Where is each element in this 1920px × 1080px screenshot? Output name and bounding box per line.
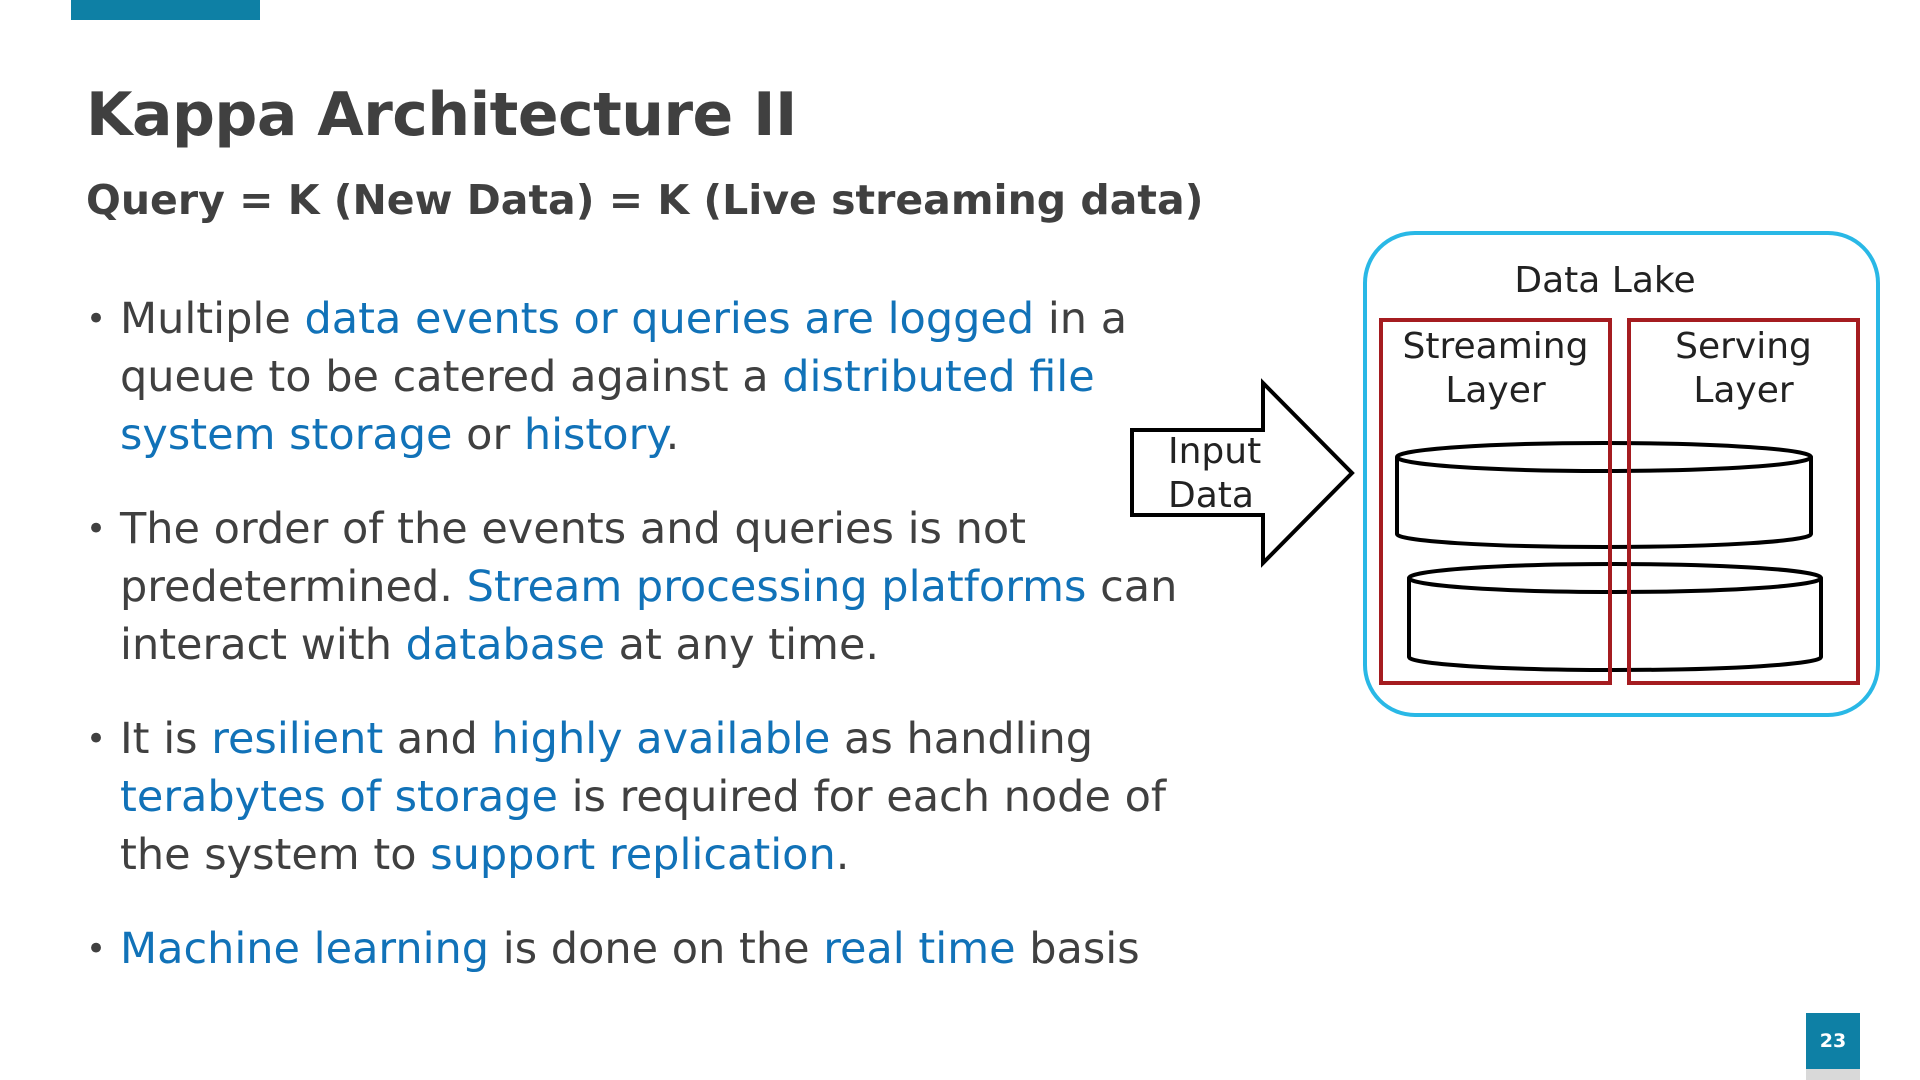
bullet-item: Multiple data events or queries are logg…	[86, 290, 1246, 464]
text-run: at any time.	[604, 620, 880, 670]
highlighted-text-run: distributed file system storage	[120, 352, 1095, 460]
highlighted-text-run: support replication	[430, 830, 836, 880]
layer-label-line: Layer	[1693, 370, 1794, 411]
data-lake-container	[1363, 231, 1880, 717]
text-run: and	[383, 714, 492, 764]
highlighted-text-run: Machine learning	[120, 924, 490, 974]
bullet-item: The order of the events and queries is n…	[86, 500, 1246, 674]
bullet-item: It is resilient and highly available as …	[86, 710, 1246, 884]
text-run: .	[665, 410, 680, 460]
bullet-item: Machine learning is done on the real tim…	[86, 920, 1246, 978]
layer-label-line: Streaming	[1402, 326, 1589, 367]
text-run: can interact with	[120, 562, 1178, 670]
bullet-list: Multiple data events or queries are logg…	[86, 290, 1246, 978]
text-run: Multiple	[120, 294, 305, 344]
diagram-graphic	[1130, 231, 1880, 717]
serving-layer-label: Serving Layer	[1629, 325, 1858, 413]
text-run: It is	[120, 714, 212, 764]
database-cylinder-bottom	[1407, 562, 1823, 672]
highlighted-text-run: Stream processing platforms	[466, 562, 1087, 612]
streaming-layer-box	[1379, 318, 1612, 685]
highlighted-text-run: database	[405, 620, 605, 670]
data-lake-label: Data Lake	[1514, 260, 1696, 301]
serving-layer-box	[1627, 318, 1860, 685]
layer-label-line: Layer	[1445, 370, 1546, 411]
layer-label-line: Serving	[1675, 326, 1812, 367]
page-number: 23	[1806, 1013, 1860, 1069]
highlighted-text-run: highly available	[491, 714, 831, 764]
slide-title: Kappa Architecture II	[86, 80, 797, 150]
text-run: The order of the events and queries is n…	[120, 504, 1027, 612]
input-data-label: Input Data	[1168, 430, 1261, 518]
text-run: .	[835, 830, 850, 880]
accent-bar	[71, 0, 260, 20]
highlighted-text-run: resilient	[211, 714, 384, 764]
kappa-diagram: Input Data Data Lake Streaming Layer Ser…	[1120, 225, 1900, 725]
text-run: as handling	[830, 714, 1094, 764]
highlighted-text-run: data events or queries are logged	[304, 294, 1035, 344]
input-arrow	[1130, 378, 1355, 568]
input-label-line: Input	[1168, 431, 1262, 472]
highlighted-text-run: real time	[823, 924, 1016, 974]
text-run: in a queue to be catered against a	[120, 294, 1128, 402]
database-cylinder-top	[1395, 441, 1813, 549]
highlighted-text-run: terabytes of storage	[120, 772, 558, 822]
text-run: is required for each node of the system …	[120, 772, 1167, 880]
input-label-line: Data	[1168, 475, 1254, 516]
text-run: or	[452, 410, 524, 460]
streaming-layer-label: Streaming Layer	[1381, 325, 1610, 413]
slide-subtitle: Query = K (New Data) = K (Live streaming…	[86, 176, 1204, 224]
page-number-tab	[1806, 1069, 1860, 1080]
highlighted-text-run: history	[523, 410, 666, 460]
text-run: basis	[1015, 924, 1140, 974]
text-run: is done on the	[489, 924, 824, 974]
